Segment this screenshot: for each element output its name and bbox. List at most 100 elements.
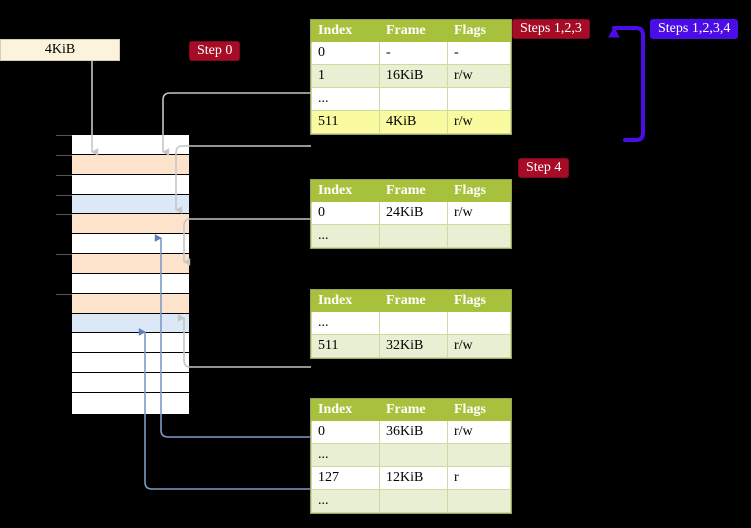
table-row: 0-- bbox=[311, 41, 511, 65]
column-header-index: Index bbox=[311, 20, 380, 42]
cell-flags bbox=[447, 224, 511, 248]
wire-t2-row0 bbox=[183, 218, 311, 266]
cell-frame: 16KiB bbox=[379, 64, 448, 88]
memory-row-tick-0 bbox=[56, 135, 72, 136]
memory-row-0 bbox=[56, 135, 189, 155]
cell-index: 127 bbox=[311, 466, 380, 490]
cell-index: 0 bbox=[311, 420, 380, 444]
memory-row-6 bbox=[56, 254, 189, 274]
cell-frame: 12KiB bbox=[379, 466, 448, 490]
cell-flags: r/w bbox=[447, 64, 511, 88]
cell-frame: 32KiB bbox=[379, 334, 448, 358]
cell-index: 0 bbox=[311, 41, 380, 65]
cell-flags bbox=[447, 311, 511, 335]
memory-row-3 bbox=[56, 194, 189, 215]
column-header-frame: Frame bbox=[379, 20, 448, 42]
memory-row-tick-8 bbox=[56, 293, 72, 295]
cell-index: ... bbox=[311, 489, 380, 513]
cell-frame bbox=[379, 311, 448, 335]
memory-row-13 bbox=[72, 392, 189, 413]
wire-steps-bracket bbox=[608, 26, 645, 142]
cell-frame: 36KiB bbox=[379, 420, 448, 444]
cell-frame: 4KiB bbox=[379, 110, 448, 134]
memory-row-tick-6 bbox=[56, 254, 72, 256]
cell-index: 1 bbox=[311, 64, 380, 88]
memory-row-2 bbox=[56, 174, 189, 195]
cell-index: ... bbox=[311, 443, 380, 467]
table-row: ... bbox=[311, 87, 511, 111]
cell-index: ... bbox=[311, 224, 380, 248]
memory-row-8 bbox=[56, 293, 189, 314]
cell-flags: r/w bbox=[447, 201, 511, 225]
memory-row-12 bbox=[72, 373, 189, 393]
badge-steps-123: Steps 1,2,3 bbox=[512, 19, 590, 39]
wire-t3-row511 bbox=[177, 314, 311, 368]
badge-steps-1234: Steps 1,2,3,4 bbox=[650, 19, 739, 39]
frame-size-box: 4KiB bbox=[0, 39, 120, 61]
memory-row-10 bbox=[72, 333, 189, 354]
cell-flags: r/w bbox=[447, 334, 511, 358]
cell-frame: 24KiB bbox=[379, 201, 448, 225]
badge-step-0: Step 0 bbox=[189, 41, 241, 61]
column-header-flags: Flags bbox=[447, 20, 511, 42]
memory-row-tick-4 bbox=[56, 214, 72, 216]
table-row: ... bbox=[311, 311, 511, 335]
table-row: ... bbox=[311, 443, 511, 467]
memory-row-tick-2 bbox=[56, 174, 72, 176]
cell-flags: - bbox=[447, 41, 511, 65]
cell-index: 511 bbox=[311, 110, 380, 134]
cell-frame bbox=[379, 87, 448, 111]
cell-frame: - bbox=[379, 41, 448, 65]
column-header-index: Index bbox=[311, 180, 380, 202]
column-header-frame: Frame bbox=[379, 180, 448, 202]
cell-flags bbox=[447, 443, 511, 467]
cell-flags bbox=[447, 489, 511, 513]
cell-frame bbox=[379, 443, 448, 467]
memory-row-tick-3 bbox=[56, 194, 72, 196]
column-header-index: Index bbox=[311, 399, 380, 421]
memory-row-11 bbox=[72, 353, 189, 374]
memory-row-tick-1 bbox=[56, 154, 72, 156]
memory-row-5 bbox=[72, 234, 189, 255]
column-header-frame: Frame bbox=[379, 290, 448, 312]
cell-flags: r/w bbox=[447, 420, 511, 444]
badge-step-4: Step 4 bbox=[518, 158, 570, 178]
column-header-flags: Flags bbox=[447, 180, 511, 202]
cell-index: ... bbox=[311, 311, 380, 335]
cell-index: ... bbox=[311, 87, 380, 111]
cell-frame bbox=[379, 489, 448, 513]
cell-flags: r/w bbox=[447, 110, 511, 134]
column-header-frame: Frame bbox=[379, 399, 448, 421]
memory-row-7 bbox=[72, 273, 189, 294]
column-header-flags: Flags bbox=[447, 399, 511, 421]
memory-row-4 bbox=[56, 214, 189, 235]
column-header-flags: Flags bbox=[447, 290, 511, 312]
frame-size-label: 4KiB bbox=[44, 42, 76, 57]
cell-flags: r bbox=[447, 466, 511, 490]
table-row: ... bbox=[311, 489, 511, 513]
memory-row-9 bbox=[72, 313, 189, 334]
cell-frame bbox=[379, 224, 448, 248]
cell-flags bbox=[447, 87, 511, 111]
column-header-index: Index bbox=[311, 290, 380, 312]
memory-row-1 bbox=[56, 154, 189, 175]
physical-memory-grid bbox=[56, 134, 190, 415]
